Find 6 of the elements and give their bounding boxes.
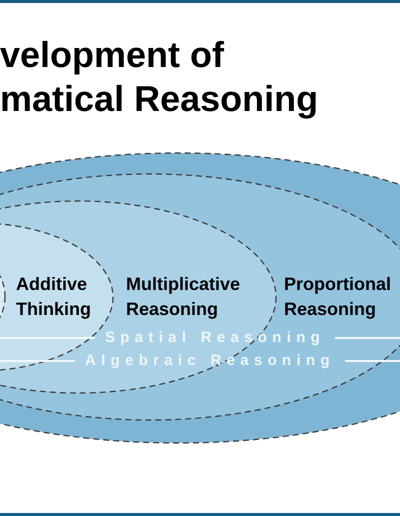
band-label: Algebraic Reasoning	[85, 352, 335, 370]
node-label: Proportional Reasoning	[284, 273, 392, 321]
diagram-title: velopment of matical Reasoning	[0, 33, 320, 121]
node-label: Additive Thinking	[16, 272, 92, 321]
node-label: Multiplicative Reasoning	[126, 273, 242, 321]
band-label: Spatial Reasoning	[105, 329, 326, 347]
